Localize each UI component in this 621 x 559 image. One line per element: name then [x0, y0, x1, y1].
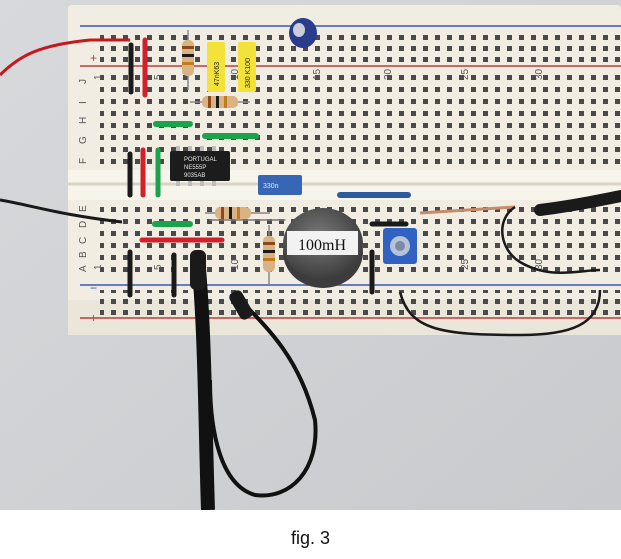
- inductor-100mh: 100mH: [283, 208, 363, 288]
- svg-text:G: G: [78, 136, 89, 144]
- svg-text:10: 10: [230, 68, 241, 80]
- column-numbers: 1 5 10 15 20 25 30 1 5 10 25 30: [93, 68, 545, 270]
- red-supply-wire: [0, 38, 130, 77]
- svg-text:C: C: [78, 237, 89, 244]
- svg-text:PORTUGAL: PORTUGAL: [184, 157, 218, 163]
- svg-text:5: 5: [153, 264, 164, 270]
- top-power-rail: [100, 30, 621, 63]
- svg-text:E: E: [78, 205, 89, 212]
- svg-text:+: +: [90, 51, 97, 65]
- svg-text:30: 30: [534, 68, 545, 80]
- svg-text:A: A: [78, 265, 89, 272]
- yellow-capacitor-1: 47nK63: [207, 42, 225, 92]
- resistor-top: [182, 30, 194, 90]
- blue-film-capacitor: 330n: [258, 175, 302, 195]
- resistor-vertical-bottom: [263, 225, 275, 285]
- bottom-power-rail: [100, 290, 621, 315]
- electrolytic-capacitor: [289, 18, 317, 48]
- svg-text:1: 1: [93, 264, 104, 270]
- yellow-capacitor-2: 330 K100: [238, 42, 256, 92]
- jumper-wires: [127, 37, 411, 298]
- svg-text:H: H: [78, 117, 89, 124]
- svg-text:330n: 330n: [263, 183, 279, 190]
- svg-text:−: −: [90, 281, 97, 295]
- breadboard-photo: J I H G F E D C B A 1 5 10 15 20 25 30 1…: [0, 0, 621, 510]
- resistor-horizontal-top: [190, 96, 250, 108]
- svg-text:25: 25: [460, 258, 471, 270]
- svg-text:10: 10: [230, 258, 241, 270]
- svg-text:30: 30: [534, 258, 545, 270]
- row-letters: J I H G F E D C B A: [78, 79, 89, 272]
- svg-text:5: 5: [153, 74, 164, 80]
- svg-text:J: J: [78, 79, 89, 84]
- black-supply-wire: [0, 198, 123, 224]
- svg-text:1: 1: [93, 74, 104, 80]
- svg-text:I: I: [78, 101, 89, 104]
- resistor-horizontal-middle: [205, 207, 270, 219]
- svg-text:100mH: 100mH: [298, 237, 346, 254]
- ne555-ic: PORTUGAL NE555P 9035AB: [170, 146, 230, 186]
- svg-text:9035AB: 9035AB: [184, 173, 205, 179]
- scope-probe-cable: [190, 250, 318, 510]
- svg-text:330 K100: 330 K100: [245, 58, 252, 88]
- rail-markings: + − +: [90, 51, 97, 325]
- svg-text:25: 25: [460, 68, 471, 80]
- right-probe: [398, 190, 621, 337]
- svg-text:F: F: [78, 158, 89, 164]
- svg-text:47nK63: 47nK63: [214, 62, 221, 86]
- figure-caption: fig. 3: [290, 528, 331, 548]
- svg-text:15: 15: [312, 68, 323, 80]
- svg-text:B: B: [78, 251, 89, 258]
- svg-text:+: +: [90, 311, 97, 325]
- svg-text:NE555P: NE555P: [184, 165, 206, 171]
- svg-text:20: 20: [383, 68, 394, 80]
- trimmer-potentiometer: [383, 228, 417, 264]
- svg-text:D: D: [78, 221, 89, 228]
